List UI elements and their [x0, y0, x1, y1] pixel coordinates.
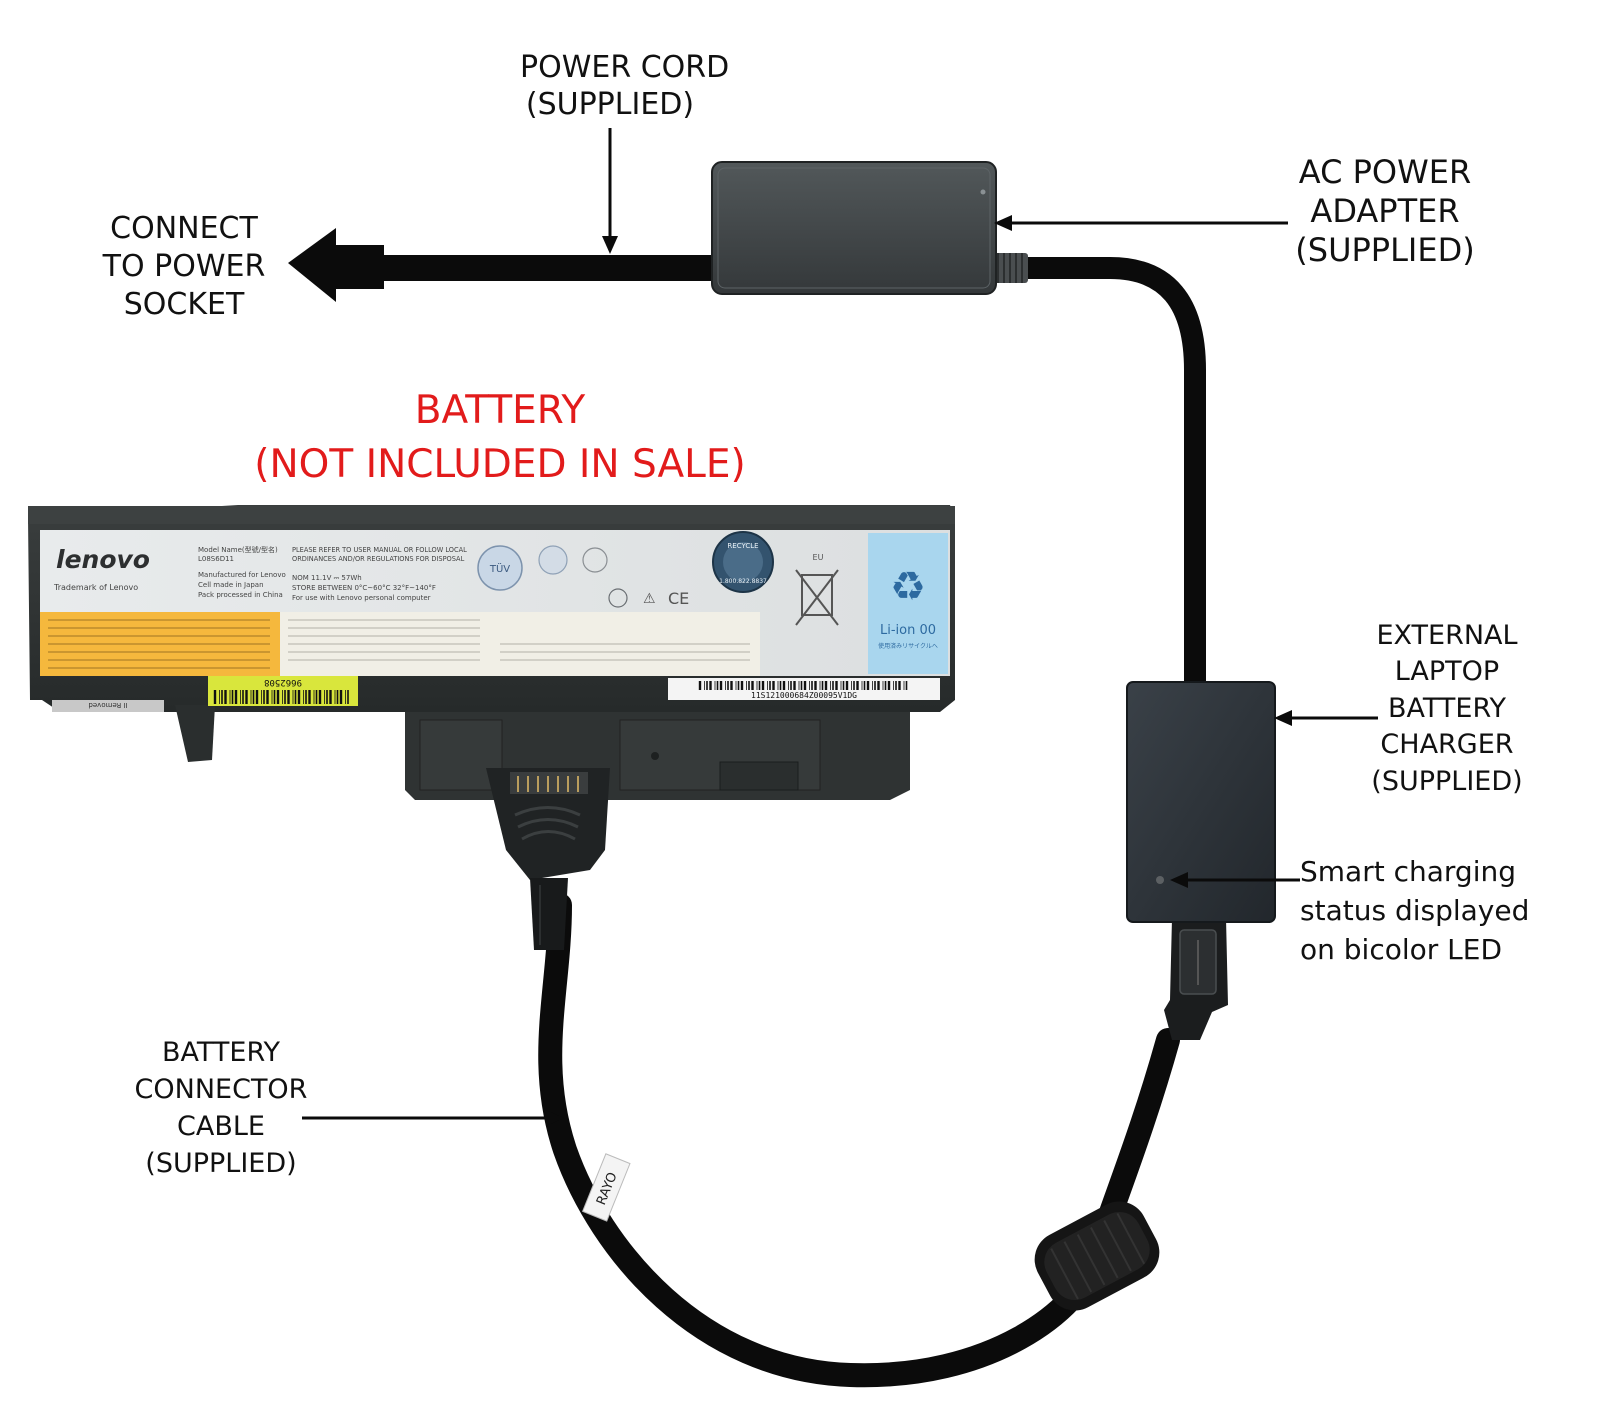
external-charger-label-line: (SUPPLIED) [1371, 765, 1523, 797]
lenovo-logo: lenovo [56, 545, 150, 574]
battery-rating: NOM 11.1V ⎓ 57Wh [292, 574, 362, 582]
external-charger-label-line: EXTERNAL [1376, 620, 1518, 651]
battery-model-number: L08S6D11 [198, 555, 234, 563]
connect-socket-label-line: TO POWER [102, 249, 266, 285]
cord-plug [330, 245, 384, 289]
battery-use-text: For use with Lenovo personal computer [292, 594, 431, 602]
svg-text:CE: CE [668, 589, 689, 608]
battery-chemistry-jp: 使用済みリサイクルへ [878, 642, 938, 650]
led-note-label: Smart charging status displayed on bicol… [1300, 852, 1530, 970]
connector-cable-label-line: CONNECTOR [134, 1073, 308, 1105]
external-charger-label-line: LAPTOP [1394, 656, 1500, 688]
pointer-arrows [302, 128, 1378, 1126]
connector-cable-label: BATTERY CONNECTOR CABLE (SUPPLIED) [126, 1035, 316, 1183]
ac-adapter-label-line: AC POWER [1298, 153, 1472, 191]
ac-adapter-label: AC POWER ADAPTER (SUPPLIED) [1290, 153, 1480, 270]
charger-output-plug [1164, 918, 1228, 1040]
ferrite-core [1034, 1201, 1160, 1311]
laptop-battery: lenovo Trademark of Lenovo Model Name(型號… [28, 505, 955, 950]
battery-pack-origin: Pack processed in China [198, 591, 283, 599]
small-barcode-number: 9662508 [264, 677, 302, 687]
led-note-line: Smart charging [1300, 855, 1516, 888]
external-charger-label-line: CHARGER [1380, 729, 1514, 761]
power-cord-label-line: POWER CORD [520, 50, 730, 85]
connect-socket-label: CONNECT TO POWER SOCKET [96, 210, 272, 324]
socket-arrowhead [288, 228, 336, 302]
battery-title-line: BATTERY [414, 388, 586, 433]
external-battery-charger [1126, 681, 1276, 923]
battery-chemistry: Li-ion 00 [880, 623, 936, 638]
connector-cable-label-line: CABLE [177, 1110, 265, 1142]
bicolor-led [1156, 876, 1164, 884]
battery-model-caption: Model Name(型號/型名) [198, 545, 278, 554]
power-cord-label-line: (SUPPLIED) [525, 86, 695, 122]
battery-cell-origin: Cell made in Japan [198, 581, 264, 589]
battery-pin-connector [486, 768, 610, 950]
power-cord-label: POWER CORD (SUPPLIED) [520, 50, 730, 123]
external-charger-label-line: BATTERY [1388, 692, 1506, 724]
external-charger-label: EXTERNAL LAPTOP BATTERY CHARGER (SUPPLIE… [1362, 618, 1532, 800]
connect-socket-label-line: CONNECT [110, 211, 258, 246]
battery-title-line: (NOT INCLUDED IN SALE) [254, 441, 746, 487]
ac-power-adapter [711, 161, 997, 295]
connector-cable-label-line: BATTERY [162, 1037, 280, 1068]
battery-title-label: BATTERY (NOT INCLUDED IN SALE) [230, 384, 770, 492]
battery-storage-text: STORE BETWEEN 0°C~60°C 32°F~140°F [292, 584, 436, 592]
battery-disposal-text: ORDINANCES AND/OR REGULATIONS FOR DISPOS… [292, 555, 465, 563]
battery-manufactured-text: Manufactured for Lenovo [198, 571, 286, 579]
ac-adapter-label-line: ADAPTER [1310, 192, 1460, 231]
led-note-line: status displayed [1300, 894, 1530, 928]
recycle-seal-text: RECYCLE [727, 542, 758, 550]
connect-socket-label-line: SOCKET [123, 287, 245, 323]
battery-trademark-text: Trademark of Lenovo [53, 583, 138, 592]
svg-text:⚠: ⚠ [643, 591, 656, 607]
removed-tag-text: II Removed [88, 701, 127, 709]
recycle-icon: ♻ [890, 564, 926, 610]
weee-bin-icon [795, 569, 839, 626]
eu-text: EU [813, 553, 824, 562]
connector-cable-label-line: (SUPPLIED) [145, 1147, 297, 1179]
tuv-text: TÜV [489, 562, 510, 575]
battery-disposal-text: PLEASE REFER TO USER MANUAL OR FOLLOW LO… [292, 546, 467, 554]
tuv-mark [477, 545, 523, 591]
serial-number: 11S121000684Z00095V1DG [751, 691, 857, 700]
led-note-line: on bicolor LED [1300, 933, 1503, 967]
dc-cable [1014, 257, 1206, 701]
recycle-seal-phone: 1.800.822.8837 [719, 578, 767, 585]
ac-adapter-label-line: (SUPPLIED) [1295, 231, 1475, 270]
